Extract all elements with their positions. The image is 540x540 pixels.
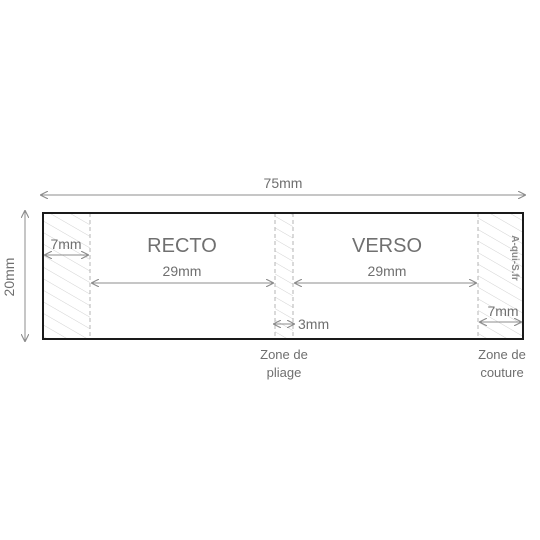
left-margin-hatch <box>43 213 90 339</box>
fold-zone-hatch <box>275 213 293 339</box>
right-margin-label: 7mm <box>487 303 518 319</box>
left-margin-label: 7mm <box>50 236 81 252</box>
brand-watermark: A-qui-S.fr <box>509 235 520 281</box>
label-outline <box>42 212 524 340</box>
recto-width-label: 29mm <box>163 263 202 279</box>
total-height-label: 20mm <box>1 258 17 297</box>
total-width-label: 75mm <box>264 175 303 191</box>
verso-width-label: 29mm <box>368 263 407 279</box>
seam-zone-caption-line1: Zone de <box>478 347 526 362</box>
verso-title: VERSO <box>352 235 422 257</box>
recto-title: RECTO <box>147 235 217 257</box>
seam-zone-caption-line2: couture <box>480 365 523 380</box>
fold-width-label: 3mm <box>298 316 329 332</box>
fold-zone-caption-line2: pliage <box>267 365 302 380</box>
fold-zone-caption-line1: Zone de <box>260 347 308 362</box>
